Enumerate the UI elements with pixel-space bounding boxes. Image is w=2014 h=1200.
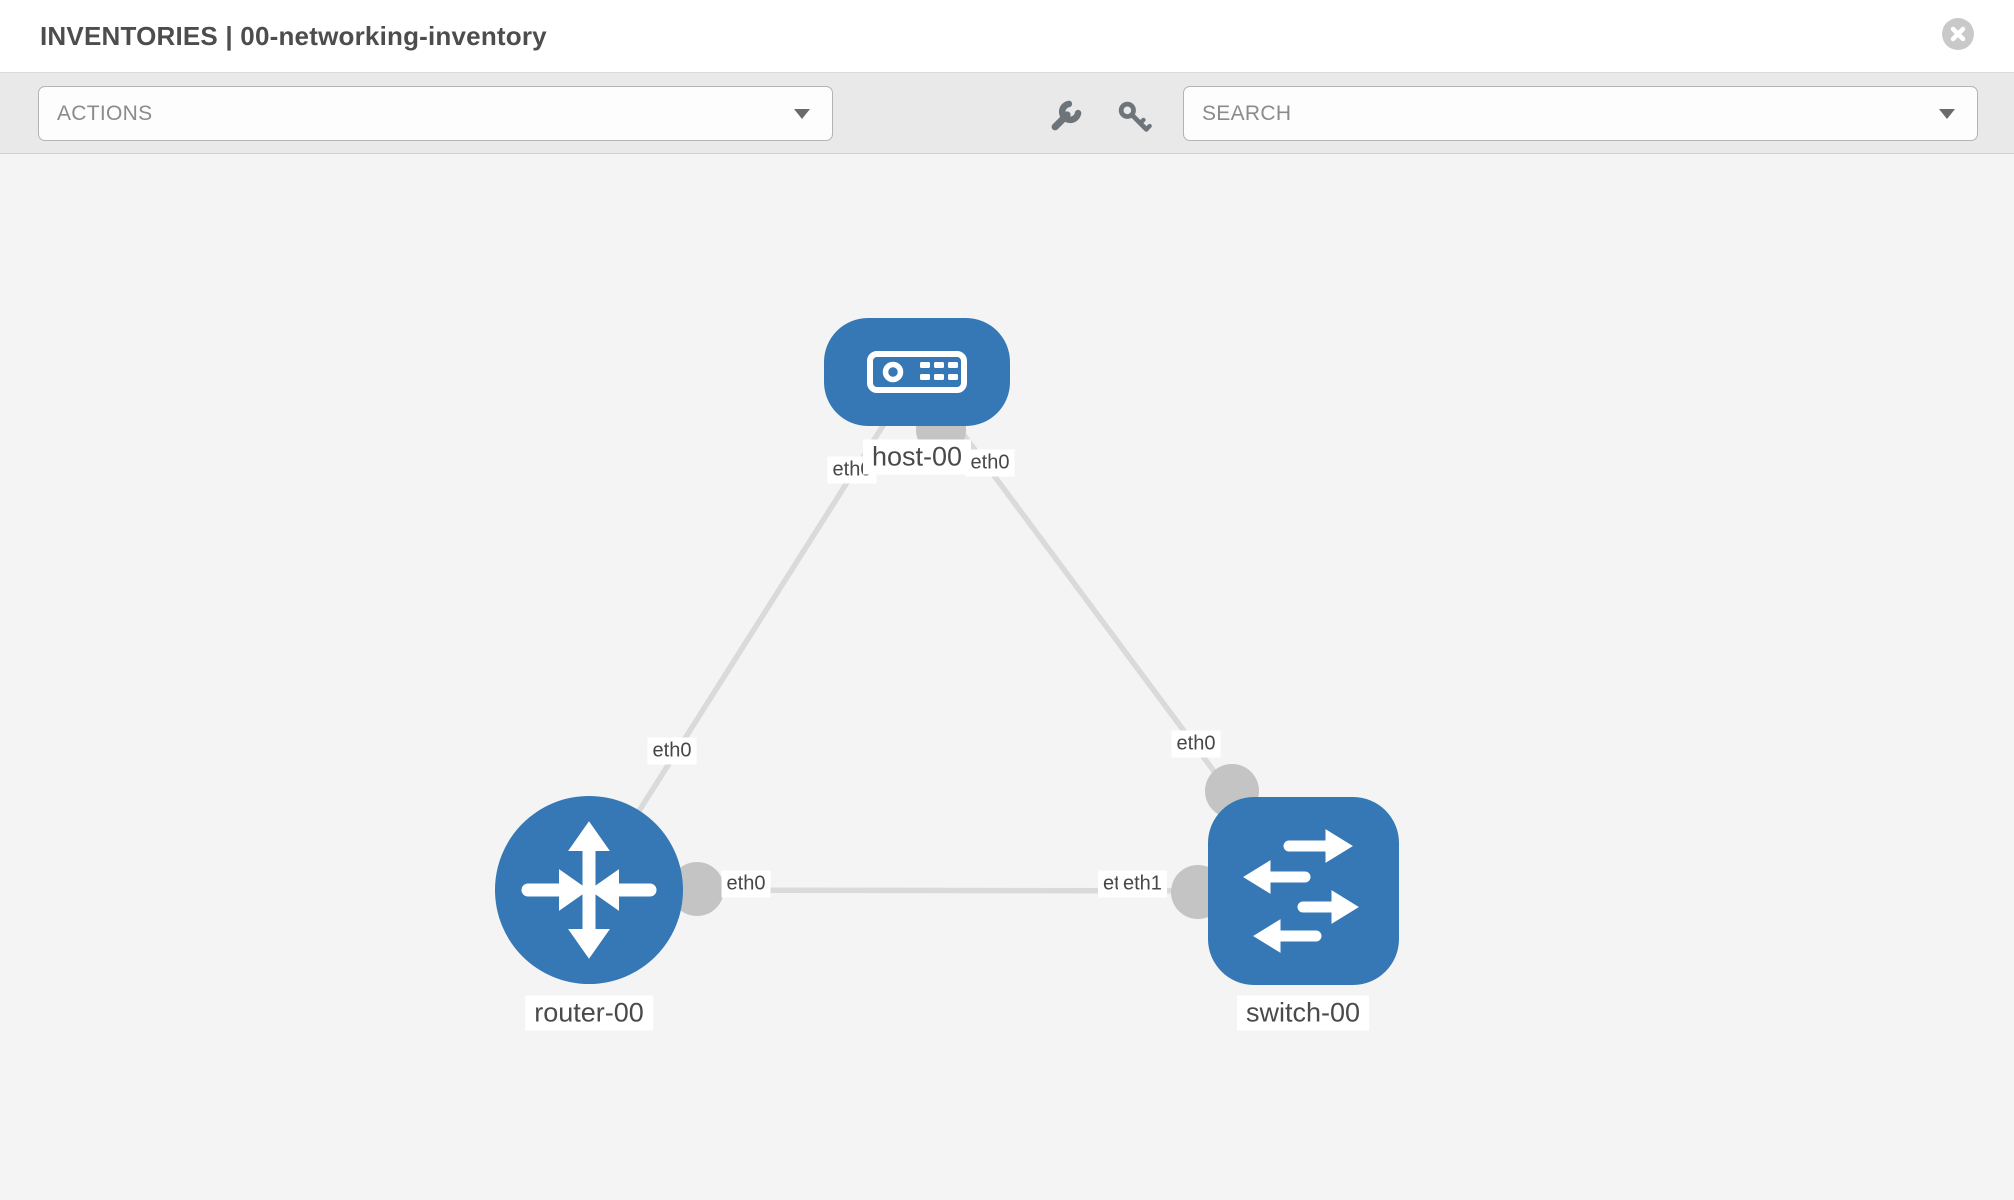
toolbar: ACTIONS SEARCH bbox=[0, 72, 2014, 154]
caret-down-icon bbox=[1939, 108, 1955, 119]
server-icon bbox=[867, 351, 967, 393]
node-label-host: host-00 bbox=[862, 439, 972, 475]
node-host-00[interactable] bbox=[824, 318, 1010, 426]
close-icon bbox=[1950, 26, 1966, 42]
node-router-00[interactable] bbox=[495, 796, 683, 984]
topology-canvas[interactable]: host-00 router-00 switch-00 eth0 eth0 et… bbox=[0, 154, 2014, 1200]
connector-router-right bbox=[670, 862, 724, 916]
router-arrows-icon bbox=[521, 821, 657, 959]
close-button[interactable] bbox=[1942, 18, 1974, 50]
node-switch-00[interactable] bbox=[1208, 797, 1399, 985]
interface-label-switch-to-router: eth1 bbox=[1118, 870, 1167, 898]
interface-label-router-to-switch: eth0 bbox=[721, 870, 771, 898]
interface-label-router-to-host: eth0 bbox=[647, 737, 697, 765]
actions-dropdown-label: ACTIONS bbox=[57, 101, 153, 125]
interface-label-host-to-switch: eth0 bbox=[965, 449, 1015, 477]
interface-label-switch-to-host: eth0 bbox=[1171, 730, 1221, 758]
node-label-switch: switch-00 bbox=[1236, 995, 1370, 1031]
window-header: INVENTORIES | 00-networking-inventory bbox=[0, 0, 2014, 72]
page-title: INVENTORIES | 00-networking-inventory bbox=[40, 21, 547, 51]
node-label-router: router-00 bbox=[525, 995, 653, 1031]
caret-down-icon bbox=[794, 108, 810, 119]
search-dropdown[interactable]: SEARCH bbox=[1183, 86, 1978, 141]
tools-button[interactable] bbox=[1043, 95, 1087, 139]
topology-links-layer bbox=[586, 370, 1306, 919]
actions-dropdown[interactable]: ACTIONS bbox=[38, 86, 833, 141]
switch-arrows-icon bbox=[1243, 829, 1359, 953]
search-dropdown-label: SEARCH bbox=[1202, 101, 1292, 125]
wrench-icon bbox=[1051, 100, 1082, 131]
key-legend-button[interactable] bbox=[1112, 95, 1156, 139]
key-icon bbox=[1118, 101, 1152, 132]
